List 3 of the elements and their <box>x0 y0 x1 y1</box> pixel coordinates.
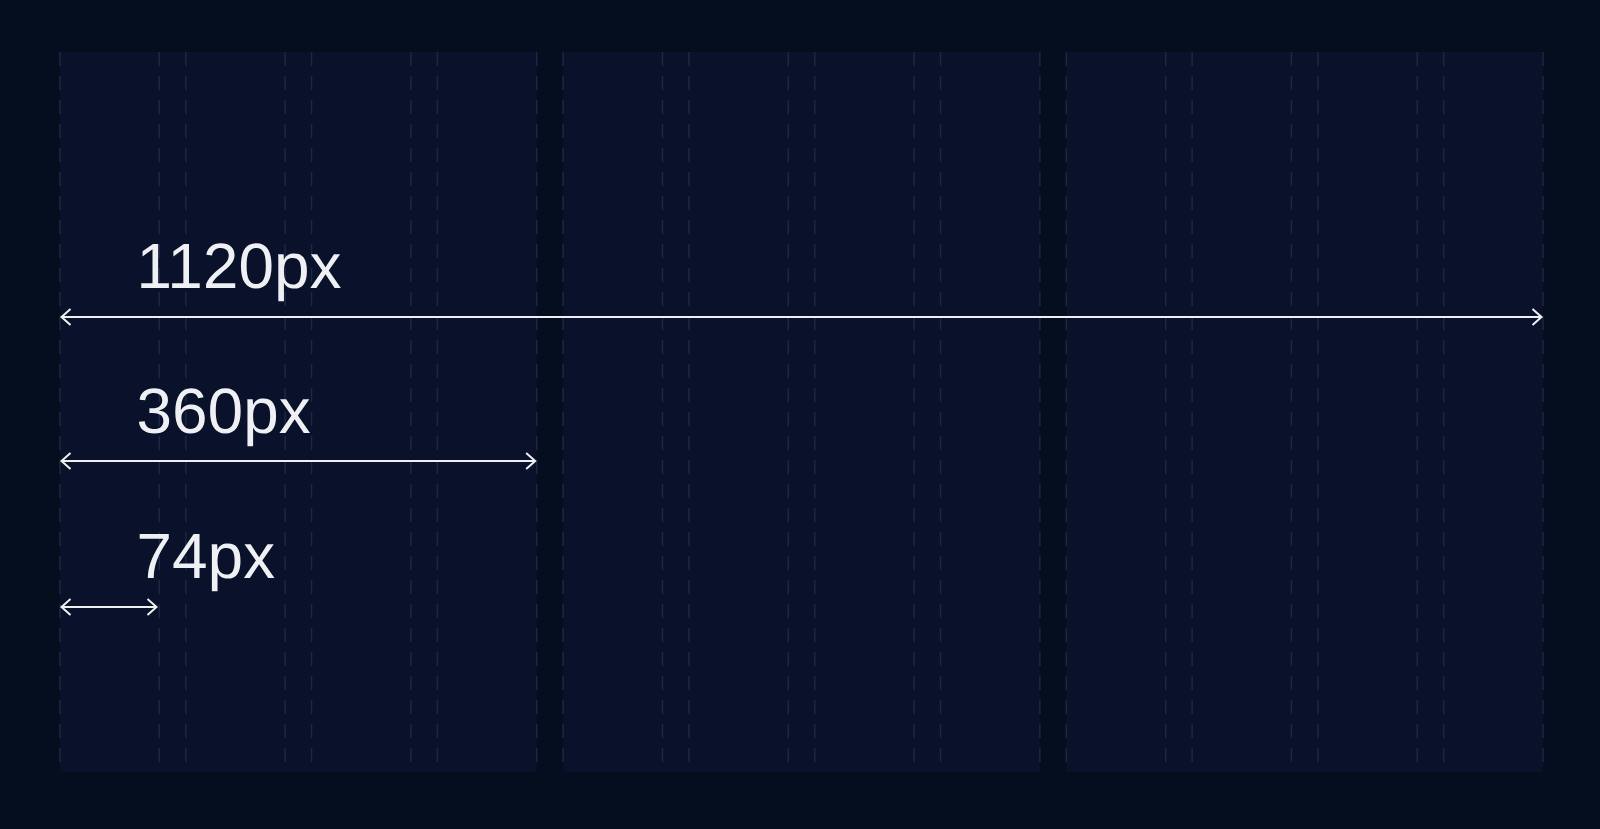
dimension-label: 360px <box>138 388 311 447</box>
dimension-label: 1120px <box>141 243 341 302</box>
dimension-label: 74px <box>139 534 275 592</box>
